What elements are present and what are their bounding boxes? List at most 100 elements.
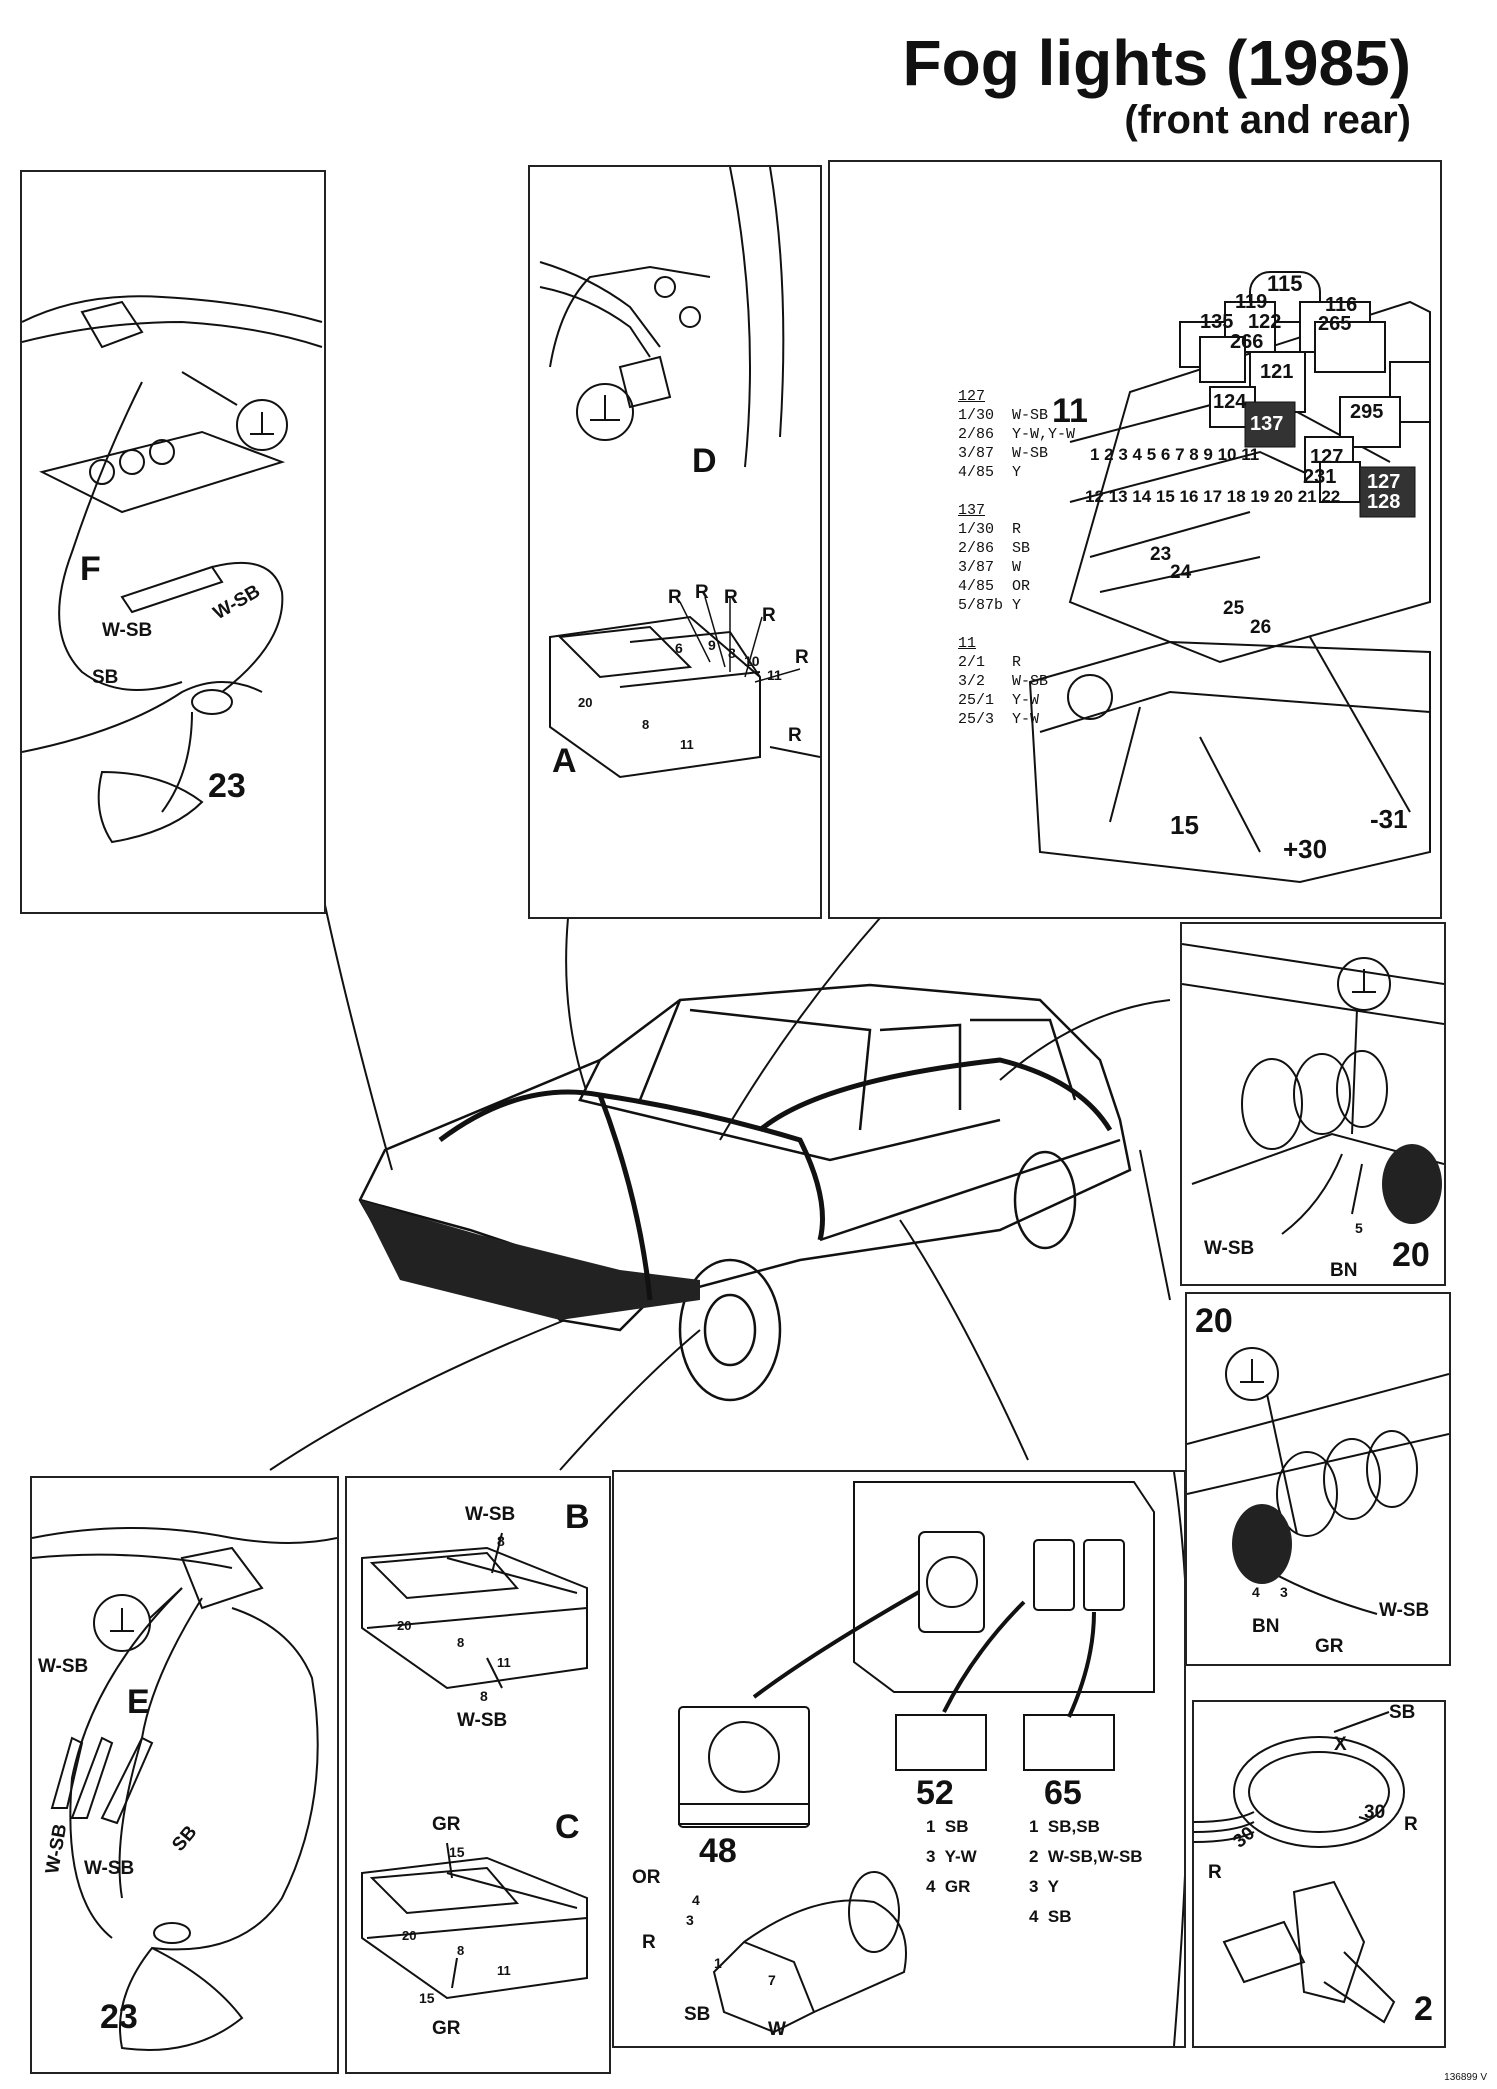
relay-id-266: 266 [1230,331,1264,353]
switch-65-wire-row: 2 W-SB,W-SB [1029,1847,1143,1866]
panel-connectors-b-c: B W-SB 8 20 8 11 8 W-SB C GR 15 20 8 11 … [345,1476,611,2074]
terminal-30-right: 30 [1364,1802,1386,1823]
terminal-15: 15 [1170,810,1199,840]
pin-5: 5 [1355,1220,1363,1236]
fuse-callout-23: 23 [1150,544,1172,565]
block-20: 20 [578,695,593,710]
pin-3: 3 [686,1912,694,1928]
wire-label-gr-bottom: GR [432,2018,461,2039]
wire-label-gr: GR [1315,1636,1344,1657]
switch-number-52: 52 [916,1774,954,1812]
wire-label-wsb-top: W-SB [465,1504,516,1525]
relay-table-row: 25/3 Y-W [958,711,1040,728]
wire-label-sb: SB [92,667,119,688]
wire-label-bn: BN [1330,1260,1358,1281]
relay-table-row: 2/1 R [958,654,1022,671]
relay-table-row: 4/85 OR [958,578,1031,595]
fuse-box-drawing [1028,271,1431,884]
c-block-11: 11 [497,1963,511,1978]
pin-8: 8 [728,645,736,661]
relay-table-row: 25/1 Y-W [958,692,1040,709]
rear-fog-lamp-left-drawing [1186,1347,1450,1615]
front-fog-lamp-drawing [21,295,323,844]
b-block-8: 8 [457,1635,465,1650]
relay-table-header: 127 [958,388,986,405]
wire-label-wsb: W-SB [1204,1238,1255,1259]
switch-number-48: 48 [699,1832,737,1870]
relay-table-row: 1/30 R [958,521,1022,538]
wire-label-wsb-bottom: W-SB [457,1710,508,1731]
pin-11: 11 [767,667,782,683]
b-block-20: 20 [397,1618,412,1633]
relay-id-265: 265 [1318,313,1352,335]
relay-table-header: 137 [958,502,986,519]
wire-label-w: W [768,2019,786,2040]
panel-letter-a: A [552,742,577,780]
terminal-plus-30: +30 [1283,834,1328,864]
relay-callout-11: 11 [1052,392,1088,430]
drawing-code: 136899 V [1444,2072,1487,2083]
wire-label-or: OR [632,1867,661,1888]
switch-number-65: 65 [1044,1774,1082,1812]
relay-id-127a: 127 [1310,446,1344,468]
connector-number-20-left: 20 [1195,1302,1233,1340]
relay-id-231: 231 [1303,466,1337,488]
panel-letter-f: F [80,550,101,588]
switch-52-wire-row: 3 Y-W [926,1847,977,1866]
c-block-8: 8 [457,1943,465,1958]
panel-rear-fog-left: 20 4 3 BN GR W-SB [1185,1292,1451,1666]
relay-table-row: 1/30 W-SB [958,407,1049,424]
wire-label-wsb-1: W-SB [102,620,153,641]
wire-label-r-left: R [1208,1862,1222,1883]
b-block-11: 11 [497,1655,511,1670]
switch-panel-drawing [678,1471,1190,2047]
connector-blocks-drawing [361,1532,588,2000]
relay-id-121: 121 [1260,361,1294,383]
panel-front-fog-light-f: F W-SB W-SB SB 23 [20,170,326,914]
switch-52-wire-row: 1 SB [926,1817,969,1836]
panel-letter-d: D [692,442,717,480]
relay-id-135: 135 [1200,311,1234,333]
block-8: 8 [642,717,650,732]
switch-65-wires: 1 SB,SB 2 W-SB,W-SB 3 Y 4 SB [1029,1812,1143,1932]
page-title-block: Fog lights (1985) (front and rear) [903,28,1412,142]
wire-label-bn: BN [1252,1616,1280,1637]
switch-65-wire-row: 1 SB,SB [1029,1817,1100,1836]
component-number-2: 2 [1414,1990,1433,2028]
switch-65-wire-row: 3 Y [1029,1877,1059,1896]
relay-id-119: 119 [1235,291,1268,313]
panel-front-fog-light-e: E W-SB W-SB W-SB SB 23 [30,1476,339,2074]
relay-table-row: 3/87 W-SB [958,445,1049,462]
relay-table-row: 3/2 W-SB [958,673,1049,690]
wire-label-r-1: R [668,587,682,608]
pin-4: 4 [1252,1584,1260,1600]
relay-id-128: 128 [1367,491,1401,513]
pin-8-top: 8 [497,1533,505,1549]
wire-label-wsb: W-SB [1379,1600,1430,1621]
wire-label-r-4: R [762,605,776,626]
fuse-row-1: 1 2 3 4 5 6 7 8 9 10 11 [1090,445,1260,464]
pin-1: 1 [714,1955,722,1971]
block-11: 11 [680,737,694,752]
ground-point-and-connector-drawing [539,166,821,779]
page-subtitle: (front and rear) [1124,98,1411,142]
pin-6: 6 [675,640,683,656]
wire-label-wsb-1: W-SB [38,1656,89,1677]
wire-label-wsb-3: W-SB [84,1858,135,1879]
pin-10: 10 [744,653,760,669]
panel-letter-c: C [555,1808,580,1846]
relay-table-row: 5/87b Y [958,597,1022,614]
fuse-callout-24: 24 [1170,562,1192,583]
wire-label-sb: SB [1389,1702,1416,1723]
wire-label-sb: SB [684,2004,711,2025]
front-fog-lamp-left-drawing [31,1527,338,2051]
switch-65-wire-row: 4 SB [1029,1907,1072,1926]
panel-ignition-switch: SB X R 30 30 R 2 [1192,1700,1446,2048]
pin-15-bottom: 15 [419,1990,435,2006]
terminal-minus-31: -31 [1370,804,1408,834]
wire-label-r-6: R [788,725,802,746]
